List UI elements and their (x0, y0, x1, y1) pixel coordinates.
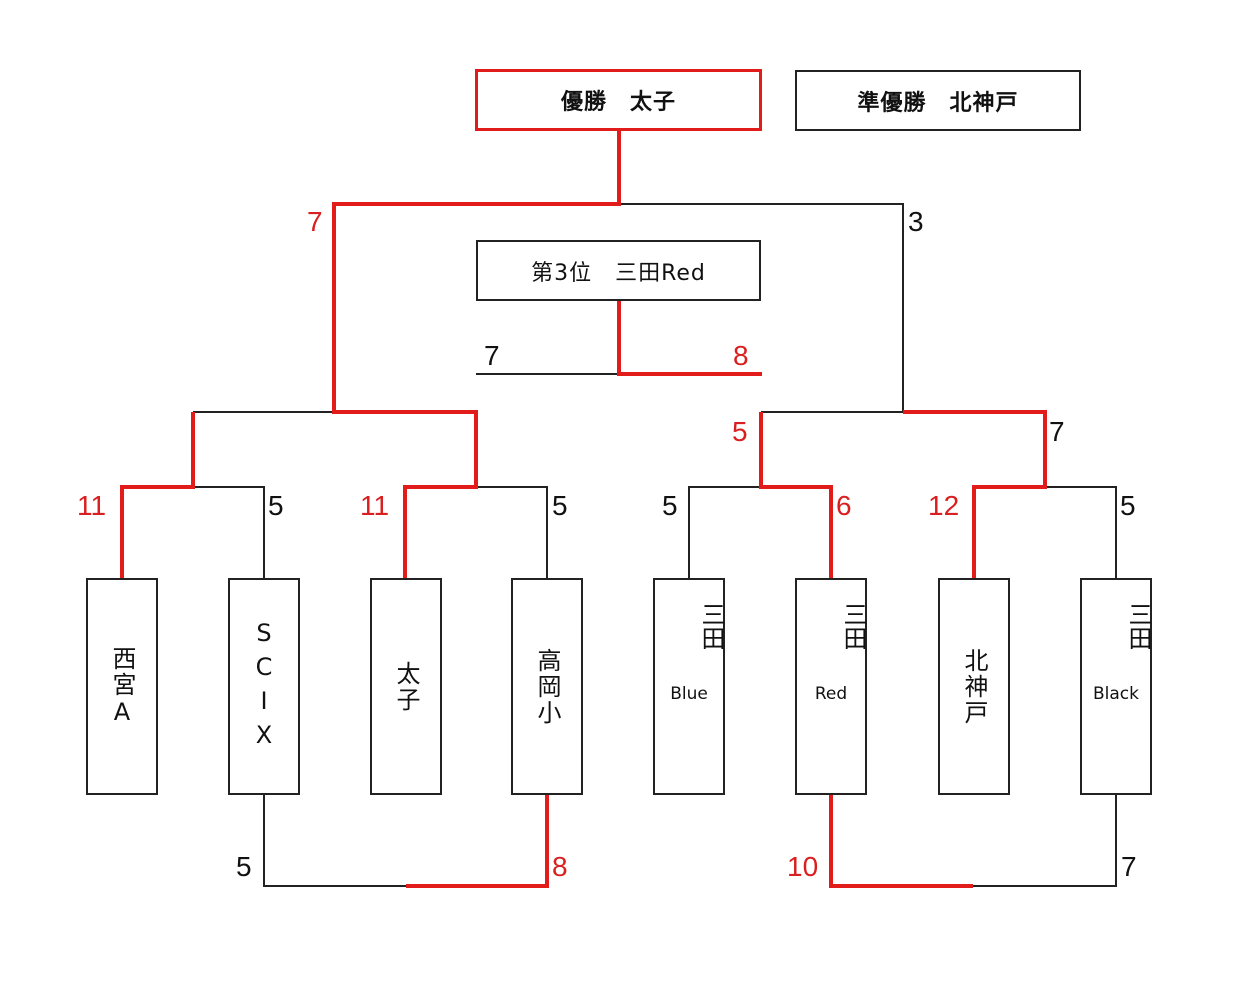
team-sanda-blue: 三田 Blue (653, 578, 725, 795)
line-final-loser (619, 203, 904, 412)
team-name: 三田 (839, 602, 867, 650)
score-r1-kitakobe: 12 (928, 490, 960, 521)
team-subname: Blue (670, 684, 708, 704)
champion-box: 優勝 太子 (475, 69, 762, 131)
team-name: SCIX (250, 618, 278, 755)
line-consolation-left-loser (263, 794, 406, 887)
score-r1-nishinomiya: 11 (77, 490, 107, 521)
runner-up-label: 準優勝 北神戸 (857, 90, 1019, 116)
line-nishinomiya (120, 412, 195, 578)
loser-lines (193, 203, 1117, 887)
line-scix (193, 486, 265, 578)
score-r1-taishi: 11 (360, 490, 390, 521)
third-place-box: 第3位 三田Red (476, 240, 761, 301)
score-semi-kitakobe: 7 (1049, 416, 1065, 447)
runner-up-box: 準優勝 北神戸 (795, 70, 1081, 131)
score-third-left: 7 (484, 340, 500, 371)
team-scix: SCIX (228, 578, 300, 795)
team-taishi: 太子 (370, 578, 442, 795)
line-third-winner (617, 300, 762, 376)
score-consolation-takaoka: 8 (552, 851, 568, 882)
team-name: 太子 (392, 660, 420, 713)
score-third-right: 8 (733, 340, 749, 371)
team-nishinomiya-a: 西宮A (86, 578, 158, 795)
winner-lines (120, 130, 1047, 888)
score-r1-scix: 5 (268, 490, 284, 521)
team-takaoka: 高岡小 (511, 578, 583, 795)
score-final-taishi: 7 (307, 206, 323, 237)
team-subname: Black (1093, 684, 1139, 704)
line-consolation-right-loser (973, 794, 1117, 887)
line-kitakobe (903, 410, 1047, 578)
score-r1-blue: 5 (662, 490, 678, 521)
team-name: 西宮A (108, 645, 136, 728)
line-consolation-right-winner (829, 794, 973, 888)
score-final-kitakobe: 3 (908, 206, 924, 237)
team-sanda-red: 三田 Red (795, 578, 867, 795)
line-blue (688, 486, 760, 578)
score-r1-red: 6 (836, 490, 852, 521)
team-name: 高岡小 (533, 647, 561, 726)
score-consolation-black: 7 (1121, 851, 1137, 882)
third-place-label: 第3位 三田Red (531, 260, 706, 286)
line-taishi (332, 130, 621, 578)
score-r1-takaoka: 5 (552, 490, 568, 521)
score-consolation-red: 10 (787, 851, 819, 882)
line-red (759, 412, 833, 578)
score-r1-black: 5 (1120, 490, 1136, 521)
line-consolation-left-winner (406, 794, 549, 888)
team-name: 三田 (697, 602, 725, 650)
score-consolation-scix: 5 (236, 851, 252, 882)
line-black (1045, 486, 1117, 578)
champion-label: 優勝 太子 (560, 90, 676, 115)
line-takaoka (476, 486, 548, 578)
team-kitakobe: 北神戸 (938, 578, 1010, 795)
team-subname: Red (814, 684, 848, 704)
team-name: 北神戸 (960, 647, 988, 726)
score-semi-red: 5 (732, 416, 748, 447)
team-sanda-black: 三田 Black (1080, 578, 1152, 795)
team-name: 三田 (1124, 602, 1152, 650)
